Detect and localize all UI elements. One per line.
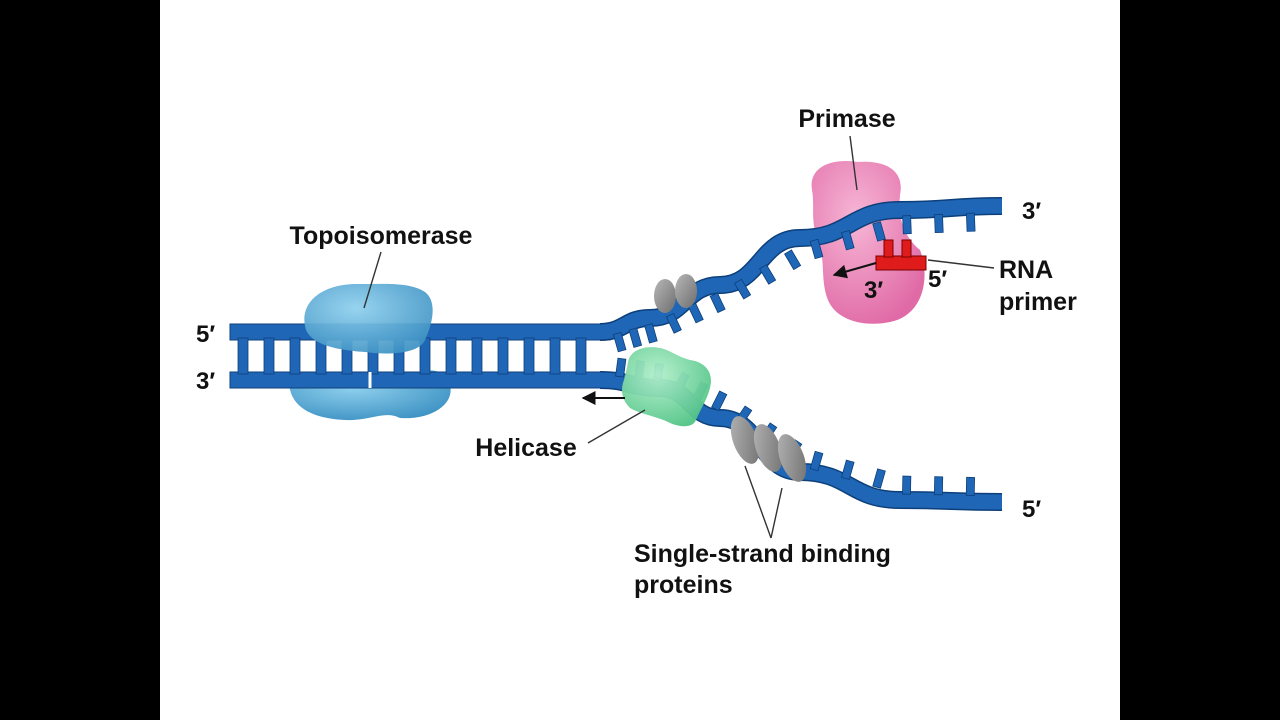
primase-label: Primase <box>798 105 895 133</box>
single-strand-base <box>934 213 944 234</box>
upper-daughter-strand-fill <box>599 198 1003 340</box>
slide: Topoisomerase Primase Helicase RNA prime… <box>160 0 1120 720</box>
single-strand-base <box>841 229 855 251</box>
ssb-leader-a <box>744 465 772 539</box>
single-strand-base <box>965 212 976 232</box>
single-strand-base <box>809 450 824 472</box>
single-strand-base <box>841 459 855 481</box>
ssb-protein <box>730 416 760 464</box>
primer-end-3-label: 3′ <box>864 277 883 304</box>
topoisomerase-label: Topoisomerase <box>290 222 473 250</box>
base-pair-rung <box>289 337 301 375</box>
ssb-label-line2: proteins <box>634 571 733 599</box>
rna-primer-label-line2: primer <box>999 288 1077 316</box>
primer-direction-arrow <box>832 262 877 279</box>
single-strand-base <box>809 238 824 260</box>
ssb-proteins-upper <box>654 274 697 313</box>
ssb-protein <box>654 279 676 313</box>
strand-end-5-lower-right: 5′ <box>1022 496 1041 523</box>
single-strand-base <box>628 327 643 348</box>
single-strand-base <box>872 468 886 489</box>
rna-primer-leader <box>927 259 995 269</box>
topoisomerase-icon <box>304 283 433 354</box>
rna-primer-label-line1: RNA <box>999 256 1053 284</box>
ssb-protein <box>675 274 697 308</box>
single-strand-base <box>902 475 912 495</box>
ssb-protein <box>753 424 783 472</box>
topoisomerase-leader <box>363 251 382 309</box>
single-strand-base <box>644 323 658 344</box>
ssb-leader-b <box>770 487 783 539</box>
ssb-protein <box>777 434 807 482</box>
single-strand-base <box>933 476 944 496</box>
strand-end-5-left: 5′ <box>196 321 215 348</box>
single-strand-base <box>784 249 802 271</box>
primase-leader <box>849 135 858 191</box>
replication-fork-diagram: Topoisomerase Primase Helicase RNA prime… <box>196 105 1077 599</box>
strand-end-3-upper-right: 3′ <box>1022 198 1041 225</box>
base-pair-rung <box>575 337 587 375</box>
single-strand-base <box>665 312 682 334</box>
rna-primer <box>875 239 927 271</box>
ssb-proteins-lower <box>730 416 807 482</box>
primer-end-5-label: 5′ <box>928 266 947 293</box>
base-pair-rung <box>263 337 275 375</box>
single-strand-base <box>872 221 886 242</box>
base-pair-rung <box>471 337 483 375</box>
single-strand-base <box>734 278 752 300</box>
base-pair-rung <box>549 337 561 375</box>
base-pair-rung <box>523 337 535 375</box>
helicase-label: Helicase <box>475 434 577 462</box>
base-pair-rung <box>445 337 457 375</box>
single-strand-base <box>612 331 627 353</box>
ssb-label-line1: Single-strand binding <box>634 540 891 568</box>
single-strand-base <box>615 357 627 378</box>
single-strand-base <box>902 215 912 235</box>
single-strand-base <box>711 390 728 412</box>
base-pair-rung <box>237 337 249 375</box>
single-strand-base <box>709 292 726 314</box>
base-pair-rung <box>497 337 509 375</box>
single-strand-base <box>759 264 777 285</box>
helicase-leader <box>587 409 646 444</box>
helicase-icon <box>622 347 711 427</box>
single-strand-base <box>965 476 976 496</box>
strand-end-3-left: 3′ <box>196 368 215 395</box>
